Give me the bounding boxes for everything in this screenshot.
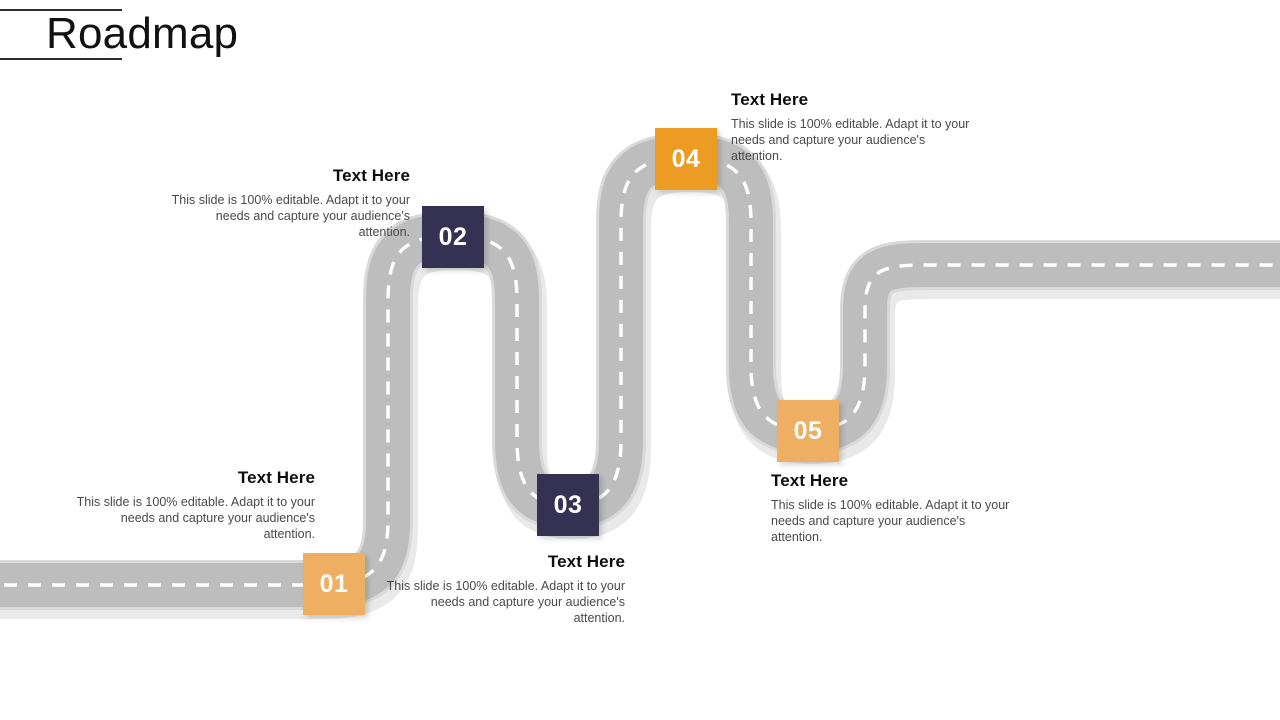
step-heading-04: Text Here xyxy=(731,90,809,109)
step-text-01: Text Here This slide is 100% editable. A… xyxy=(75,468,315,542)
step-heading-02: Text Here xyxy=(332,166,410,185)
step-text-02: Text Here This slide is 100% editable. A… xyxy=(170,166,410,240)
step-heading-01: Text Here xyxy=(237,468,315,487)
page-title: Roadmap xyxy=(46,9,239,58)
step-body-03: This slide is 100% editable. Adapt it to… xyxy=(386,579,625,625)
step-body-05: This slide is 100% editable. Adapt it to… xyxy=(771,498,1010,544)
step-badge-01[interactable]: 01 xyxy=(303,553,365,615)
step-body-04: This slide is 100% editable. Adapt it to… xyxy=(731,117,970,163)
step-text-04: Text Here This slide is 100% editable. A… xyxy=(731,90,971,164)
step-body-01: This slide is 100% editable. Adapt it to… xyxy=(76,495,315,541)
title-rule-top xyxy=(0,9,122,11)
step-number-01: 01 xyxy=(319,569,349,598)
step-heading-05: Text Here xyxy=(771,471,849,490)
step-badge-02[interactable]: 02 xyxy=(422,206,484,268)
step-body-02: This slide is 100% editable. Adapt it to… xyxy=(171,193,410,239)
step-number-05: 05 xyxy=(793,416,823,445)
step-number-02: 02 xyxy=(438,222,468,251)
step-badge-03[interactable]: 03 xyxy=(537,474,599,536)
step-heading-03: Text Here xyxy=(547,552,625,571)
step-badge-04[interactable]: 04 xyxy=(655,128,717,190)
title-block: Roadmap xyxy=(0,0,430,70)
step-number-04: 04 xyxy=(671,144,701,173)
step-text-05: Text Here This slide is 100% editable. A… xyxy=(771,471,1011,545)
step-number-03: 03 xyxy=(553,490,583,519)
step-badge-05[interactable]: 05 xyxy=(777,400,839,462)
title-rule-bottom xyxy=(0,58,122,60)
step-text-03: Text Here This slide is 100% editable. A… xyxy=(385,552,625,626)
